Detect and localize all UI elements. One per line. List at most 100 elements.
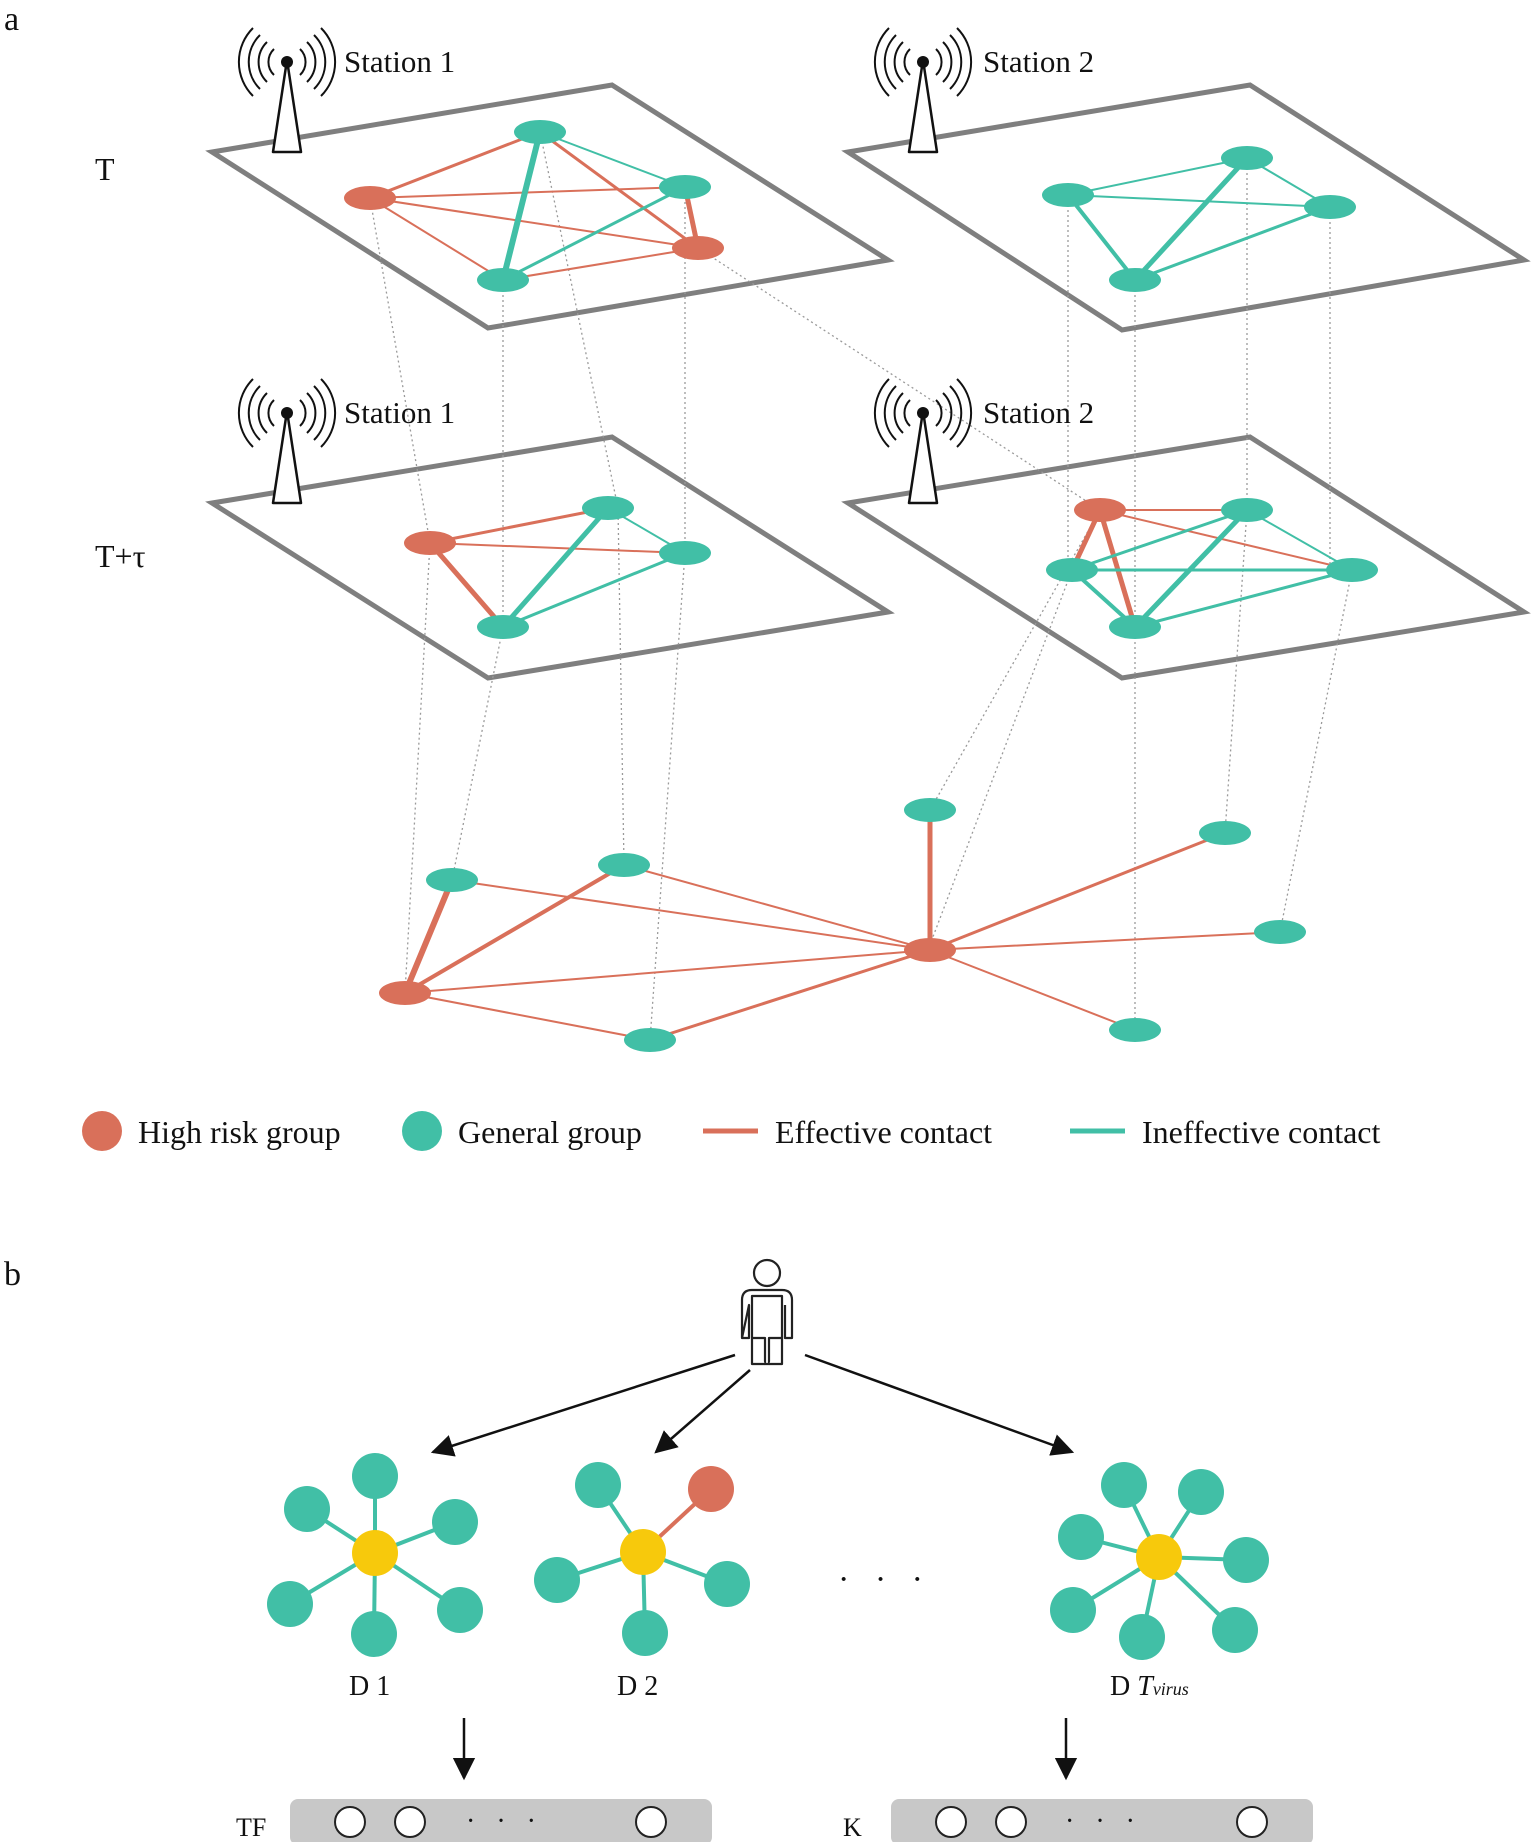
general-node [1223,1537,1269,1583]
general-node [1050,1587,1096,1633]
high-risk-node [379,981,431,1005]
general-node [598,853,650,877]
nodes-aggregated [379,798,1306,1052]
general-node [1199,821,1251,845]
general-node [1109,268,1161,292]
station-label: Station 2 [983,395,1094,430]
general-node [432,1499,478,1545]
general-node [582,496,634,520]
legend-label: General group [458,1114,642,1150]
star-graph-day-T-virus [1050,1462,1269,1660]
general-node [534,1557,580,1603]
panel-b-label: b [4,1256,21,1293]
general-node [477,615,529,639]
legend-label: Ineffective contact [1142,1114,1380,1150]
station-label: Station 1 [344,44,455,79]
general-node [1046,558,1098,582]
general-node [514,120,566,144]
high-risk-node [672,236,724,260]
frame-Ttau-station-2 [841,434,1531,681]
time-label-T-tau: T+τ [95,538,146,574]
day-label-2: D 2 [617,1671,658,1702]
general-node [704,1561,750,1607]
general-node [1109,1018,1161,1042]
legend: High risk group General group Effective … [82,1111,1380,1151]
day-label-T-virus: D Tvirus [1110,1671,1189,1702]
nodes-T-station-2 [1042,146,1356,292]
day-ellipsis: · · · [838,1561,923,1598]
center-node [352,1530,398,1576]
person-arrows [430,1353,1075,1457]
day-label-T: T [1137,1671,1155,1702]
edges-Ttau-station-2 [1069,507,1354,630]
legend-general-swatch [402,1111,442,1151]
nodes-T-station-1 [344,120,724,292]
frame-T-station-1 [205,82,895,331]
center-node [620,1529,666,1575]
edges-Ttau-station-1 [427,505,687,630]
projection-lines [369,131,1353,1041]
general-node [575,1462,621,1508]
antenna-icon [873,27,973,154]
frame-T-station-2 [841,82,1531,333]
edges-T-station-2 [1066,155,1332,283]
edges-T-station-1 [368,129,701,283]
general-node [437,1587,483,1633]
high-risk-node [688,1466,734,1512]
center-node [1136,1534,1182,1580]
high-risk-node [1074,498,1126,522]
general-node [1304,195,1356,219]
legend-label: High risk group [138,1114,341,1150]
bar-ellipsis: · · · [466,1806,536,1837]
bar-label-TF: TF [236,1813,266,1842]
general-node [1042,183,1094,207]
high-risk-node [404,531,456,555]
edges-aggregated [402,807,1281,1042]
nodes-Ttau-station-1 [404,496,711,639]
general-node [1221,146,1273,170]
general-node [477,268,529,292]
bar-ellipsis: · · · [1065,1806,1135,1837]
station-label: Station 1 [344,395,455,430]
general-node [1058,1514,1104,1560]
high-risk-node [344,186,396,210]
general-node [351,1611,397,1657]
legend-high-risk-swatch [82,1111,122,1151]
antenna-icon [873,378,973,505]
general-node [284,1486,330,1532]
general-node [267,1581,313,1627]
star-graph-day-1 [267,1453,483,1657]
down-arrows [452,1718,1078,1781]
legend-label: Effective contact [775,1114,992,1150]
general-node [659,541,711,565]
general-node [624,1028,676,1052]
time-label-T: T [95,151,115,187]
antenna-icon [237,378,337,505]
general-node [1101,1462,1147,1508]
station-label: Station 2 [983,44,1094,79]
general-node [1109,615,1161,639]
frame-Ttau-station-1 [205,434,895,681]
day-label-subscript: virus [1153,1679,1189,1699]
antenna-icon [237,27,337,154]
day-label-prefix: D [1110,1671,1130,1702]
day-label-1: D 1 [349,1671,390,1702]
general-node [1221,498,1273,522]
k-vector-bar: · · · [891,1799,1313,1842]
general-node [1326,558,1378,582]
panel-a-label: a [4,1,19,38]
star-graph-day-2 [534,1462,750,1656]
high-risk-node [904,938,956,962]
general-node [622,1610,668,1656]
person-outline-icon [740,1258,794,1366]
general-node [352,1453,398,1499]
general-node [904,798,956,822]
general-node [659,175,711,199]
general-node [1178,1469,1224,1515]
tf-vector-bar: · · · [290,1799,712,1842]
general-node [1254,920,1306,944]
nodes-Ttau-station-2 [1046,498,1378,639]
general-node [1119,1614,1165,1660]
general-node [1212,1607,1258,1653]
